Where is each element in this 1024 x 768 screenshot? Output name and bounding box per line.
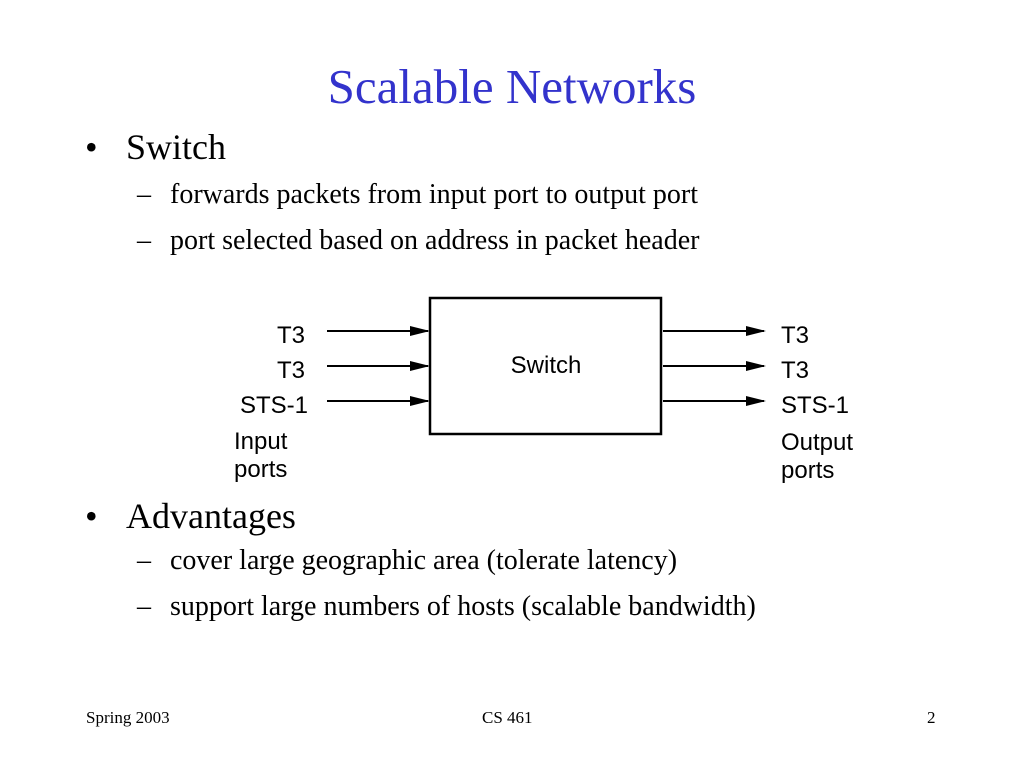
- output-caption-line: ports: [781, 457, 834, 484]
- sub-bullet-marker: –: [137, 591, 151, 622]
- sub-bullet-text: support large numbers of hosts (scalable…: [170, 591, 756, 622]
- sub-bullet-item: – port selected based on address in pack…: [0, 224, 1024, 270]
- input-port-label: T3: [277, 322, 305, 349]
- sub-bullet-item: – forwards packets from input port to ou…: [0, 178, 1024, 224]
- sub-bullet-marker: –: [137, 225, 151, 256]
- bullet-item: • Advantages: [0, 496, 1024, 536]
- sub-bullet-text: forwards packets from input port to outp…: [170, 179, 699, 210]
- switch-box: [428, 296, 663, 436]
- bullet-item: • Switch: [0, 127, 1024, 167]
- footer-left: Spring 2003: [86, 708, 170, 727]
- switch-box-label: Switch: [511, 352, 582, 379]
- page-number: 2: [927, 708, 936, 727]
- bullet-marker: •: [85, 127, 98, 167]
- input-caption-line: ports: [234, 456, 287, 483]
- sub-bullet-marker: –: [137, 179, 151, 210]
- output-port-label: T3: [781, 322, 809, 349]
- slide-title: Scalable Networks: [327, 59, 697, 114]
- input-port-label: STS-1: [240, 392, 308, 419]
- bullet-text: Advantages: [126, 496, 296, 536]
- bullet-marker: •: [85, 496, 98, 536]
- sub-bullet-text: port selected based on address in packet…: [170, 225, 700, 256]
- output-port-label: STS-1: [781, 392, 849, 419]
- sub-bullet-marker: –: [137, 545, 151, 576]
- bullet-group-advantages: • Advantages – cover large geographic ar…: [0, 496, 1024, 636]
- sub-bullet-item: – support large numbers of hosts (scalab…: [0, 590, 1024, 636]
- input-port-label: T3: [277, 357, 305, 384]
- bullet-text: Switch: [126, 127, 227, 167]
- sub-bullet-item: – cover large geographic area (tolerate …: [0, 544, 1024, 590]
- footer-center: CS 461: [482, 708, 533, 727]
- bullet-group-switch: • Switch – forwards packets from input p…: [0, 127, 1024, 270]
- output-port-label: T3: [781, 357, 809, 384]
- sub-bullet-text: cover large geographic area (tolerate la…: [170, 545, 678, 576]
- input-caption-line: Input: [234, 428, 288, 455]
- output-caption-line: Output: [781, 429, 853, 456]
